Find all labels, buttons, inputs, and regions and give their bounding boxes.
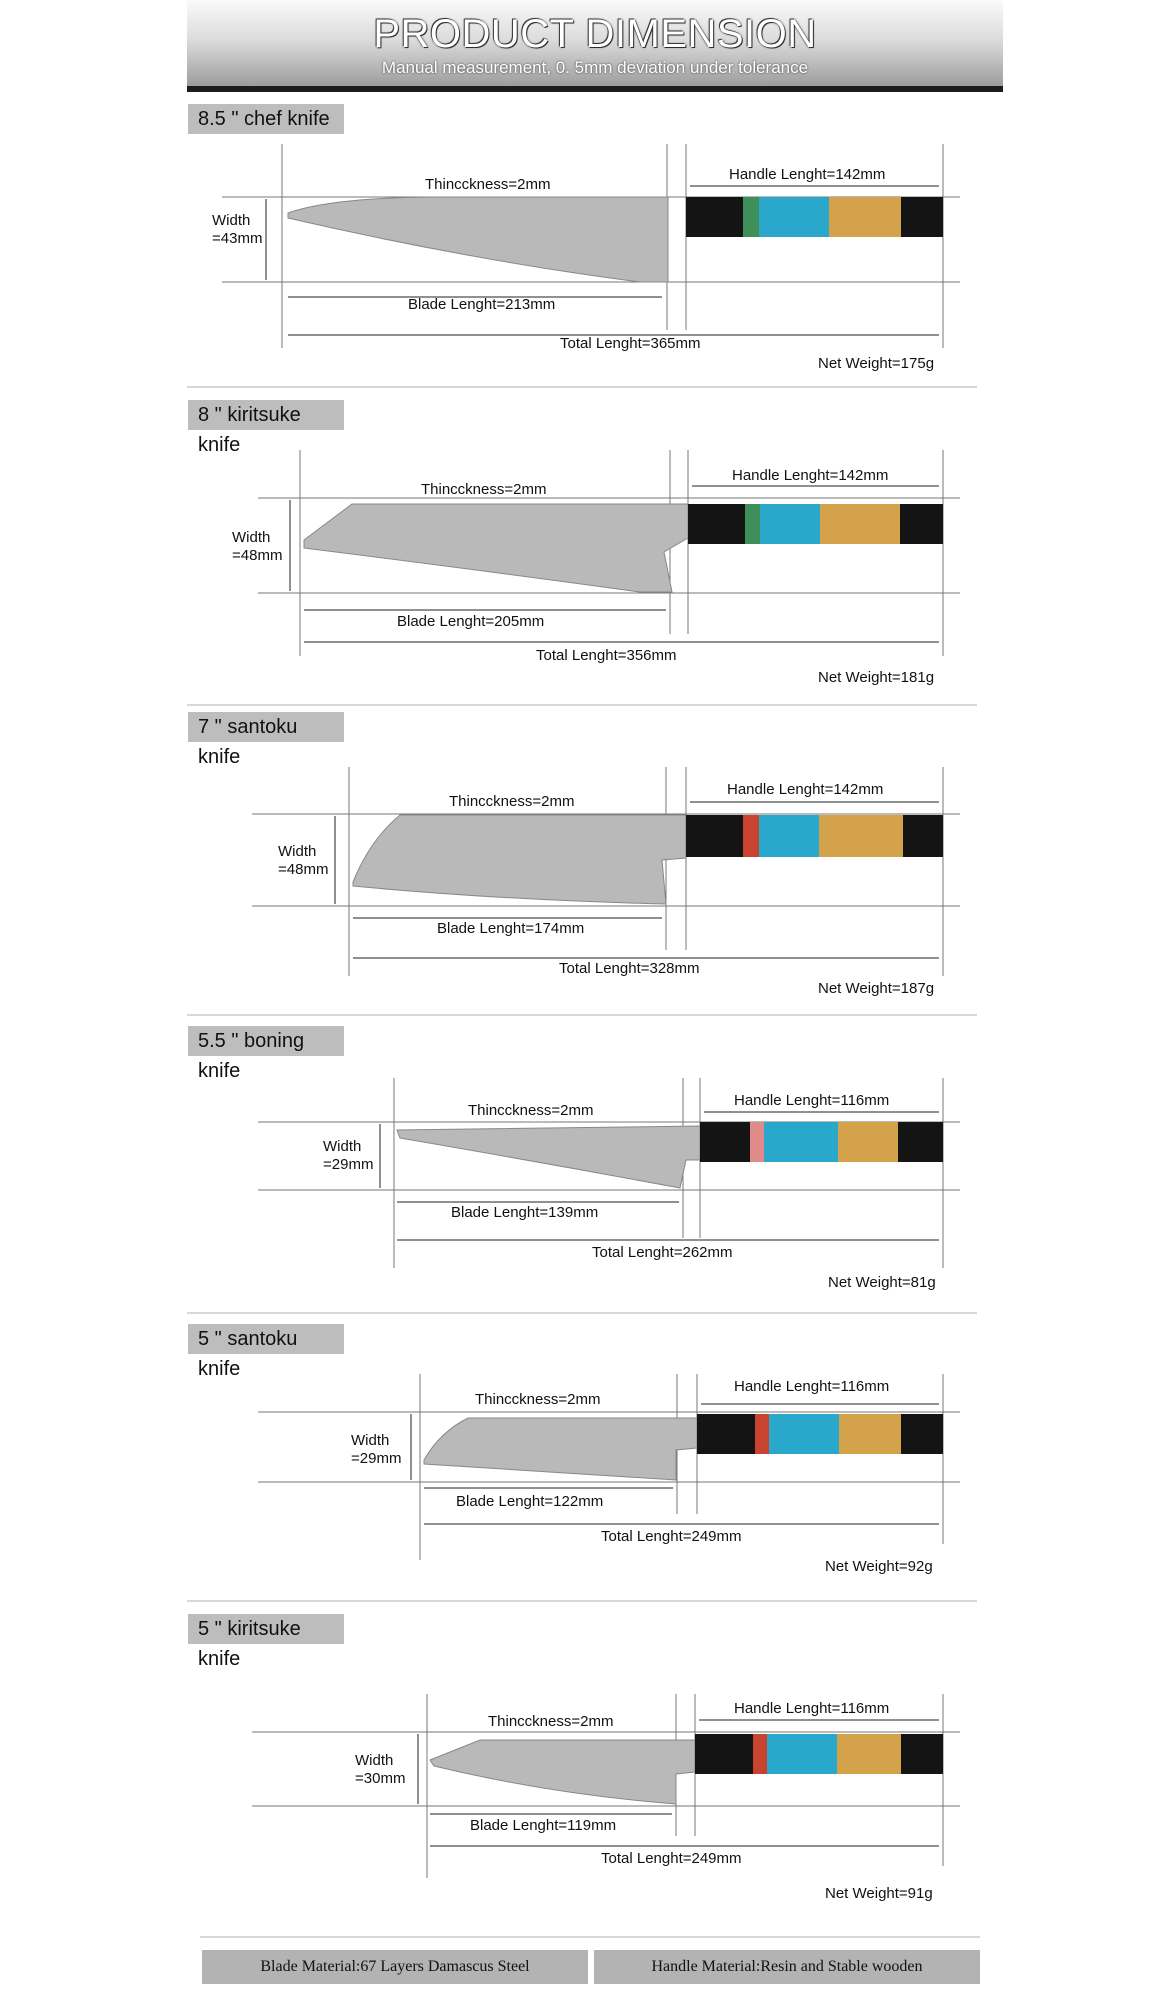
knife-6-blade-length: Blade Lenght=119mm xyxy=(470,1817,617,1834)
knife-1-total-length: Total Lenght=365mm xyxy=(560,335,701,352)
knife-5-net-weight: Net Weight=92g xyxy=(825,1558,933,1575)
knife-4-width-label: Width xyxy=(323,1138,362,1155)
knife-2-thickness: Thincckness=2mm xyxy=(421,481,547,498)
knife-2-blade-length: Blade Lenght=205mm xyxy=(397,613,545,630)
knife-4-width-value: =29mm xyxy=(323,1156,374,1173)
divider xyxy=(187,1014,977,1016)
knife-6-width-value: =30mm xyxy=(355,1770,406,1787)
knife-4-thickness: Thincckness=2mm xyxy=(468,1102,594,1119)
knife-5-thickness: Thincckness=2mm xyxy=(475,1391,601,1408)
divider xyxy=(187,704,977,706)
blade-material-label: Blade Material:67 Layers Damascus Steel xyxy=(202,1950,588,1984)
page-title: PRODUCT DIMENSION xyxy=(373,12,817,56)
knife-2-width-label: Width xyxy=(232,529,271,546)
knife-1-width-value: =43mm xyxy=(212,230,263,247)
knife-2-total-length: Total Lenght=356mm xyxy=(536,647,677,664)
knife-4-name: 5.5 " boning knife xyxy=(188,1026,344,1082)
knife-2-name: 8 " kiritsuke knife xyxy=(188,400,344,456)
knife-3-net-weight: Net Weight=187g xyxy=(818,980,935,997)
knife-2-width-value: =48mm xyxy=(232,547,283,564)
knife-1-name: 8.5 " chef knife xyxy=(188,104,344,134)
knife-1-thickness: Thincckness=2mm xyxy=(425,176,551,193)
knife-4-handle-length: Handle Lenght=116mm xyxy=(734,1092,890,1109)
knife-1-blade-length: Blade Lenght=213mm xyxy=(408,296,556,313)
knife-5-width-value: =29mm xyxy=(351,1450,402,1467)
knife-3-blade-length: Blade Lenght=174mm xyxy=(437,920,585,937)
knife-2-net-weight: Net Weight=181g xyxy=(818,669,935,686)
knife-5-width-label: Width xyxy=(351,1432,390,1449)
knife-6-width-label: Width xyxy=(355,1752,394,1769)
page-subtitle: Manual measurement, 0. 5mm deviation und… xyxy=(381,58,809,77)
knife-3-name: 7 " santoku knife xyxy=(188,712,344,768)
knife-3-thickness: Thincckness=2mm xyxy=(449,793,575,810)
knife-3-total-length: Total Lenght=328mm xyxy=(559,960,700,977)
header-underline xyxy=(187,86,1003,92)
handle-material-label: Handle Material:Resin and Stable wooden xyxy=(594,1950,980,1984)
knife-5-name: 5 " santoku knife xyxy=(188,1324,344,1380)
knife-5-total-length: Total Lenght=249mm xyxy=(601,1528,742,1545)
knife-3-width-label: Width xyxy=(278,843,317,860)
knife-6-net-weight: Net Weight=91g xyxy=(825,1885,933,1902)
knife-4-total-length: Total Lenght=262mm xyxy=(592,1244,733,1261)
knife-6-thickness: Thincckness=2mm xyxy=(488,1713,614,1730)
knife-3-width-value: =48mm xyxy=(278,861,329,878)
divider xyxy=(187,1312,977,1314)
divider xyxy=(187,1600,977,1602)
knife-1-width-label: Width xyxy=(212,212,251,229)
knife-3-handle-length: Handle Lenght=142mm xyxy=(727,781,884,798)
knife-4-net-weight: Net Weight=81g xyxy=(828,1274,936,1291)
knife-1-net-weight: Net Weight=175g xyxy=(818,355,935,372)
knife-2-handle-length: Handle Lenght=142mm xyxy=(732,467,889,484)
header-banner xyxy=(187,0,1003,88)
divider xyxy=(187,386,977,388)
knife-1-handle-length: Handle Lenght=142mm xyxy=(729,166,886,183)
knife-6-total-length: Total Lenght=249mm xyxy=(601,1850,742,1867)
knife-6-name: 5 " kiritsuke knife xyxy=(188,1614,344,1670)
divider xyxy=(200,1936,980,1938)
knife-5-blade-length: Blade Lenght=122mm xyxy=(456,1493,604,1510)
knife-4-blade-length: Blade Lenght=139mm xyxy=(451,1204,599,1221)
knife-5-handle-length: Handle Lenght=116mm xyxy=(734,1378,890,1395)
knife-6-handle-length: Handle Lenght=116mm xyxy=(734,1700,890,1717)
